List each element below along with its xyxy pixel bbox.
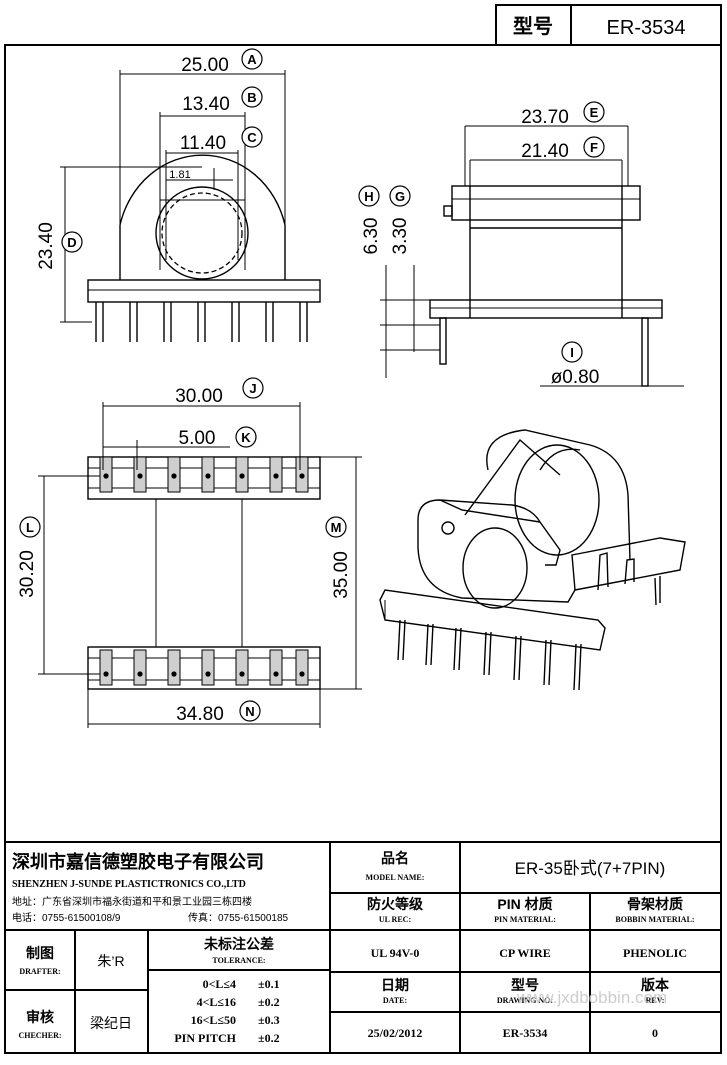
drafter-value: 朱’R <box>97 953 124 969</box>
model-name-label-cn: 品名 <box>381 850 409 866</box>
rev-label-cn: 版本 <box>641 977 670 993</box>
pin-label-en: PIN MATERIAL: <box>494 915 556 924</box>
model-name-value: ER-35卧式(7+7PIN) <box>515 859 666 878</box>
dim-m-letter: M <box>331 520 342 535</box>
dim-e-letter: E <box>590 105 599 120</box>
company-name-cn: 深圳市嘉信德塑胶电子有限公司 <box>12 851 264 872</box>
dim-k-value: 5.00 <box>179 428 216 449</box>
front-view: 25.00 A 13.40 B 11.40 C 1.81 23.40 D <box>36 48 321 342</box>
tolerance-label-en: TOLERANCE: <box>212 956 265 965</box>
dim-c-letter: C <box>247 130 257 145</box>
date-value: 25/02/2012 <box>368 1026 423 1040</box>
checker-label-cn: 审核 <box>26 1009 54 1025</box>
tolerance-range-4: PIN PITCH <box>174 1031 236 1045</box>
pin-label-cn: PIN 材质 <box>497 896 552 912</box>
dim-l-value: 30.20 <box>17 550 38 598</box>
dim-g-value: 3.30 <box>390 218 411 255</box>
bobbin-label-cn: 骨架材质 <box>627 896 683 912</box>
tolerance-label-cn: 未标注公差 <box>204 936 274 952</box>
isometric-view <box>379 429 686 691</box>
company-fax: 传真：0755-61500185 <box>188 911 289 924</box>
company-address: 地址：广东省深圳市福永街道和平和景工业园三栋四楼 <box>12 895 252 908</box>
dim-i-letter: I <box>570 345 574 360</box>
drafter-label-cn: 制图 <box>26 945 54 961</box>
pin-value: CP WIRE <box>499 946 550 960</box>
dim-h-value: 6.30 <box>361 218 382 255</box>
ul-label-cn: 防火等级 <box>367 896 424 912</box>
header-model-label: 型号 <box>513 15 553 38</box>
title-block: 深圳市嘉信德塑胶电子有限公司 SHENZHEN J-SUNDE PLASTICT… <box>4 841 721 1053</box>
bottom-view: 30.00 J 5.00 K 30.20 L 35.00 M 34.80 N <box>17 377 362 728</box>
dim-g-letter: G <box>395 189 405 204</box>
dim-a-value: 25.00 <box>181 55 229 76</box>
bobbin-value: PHENOLIC <box>623 946 687 960</box>
dim-j-letter: J <box>249 381 256 396</box>
dim-b-value: 13.40 <box>182 94 230 115</box>
ul-value: UL 94V-0 <box>371 946 420 960</box>
drawing-no-value: ER-3534 <box>503 1026 548 1040</box>
dim-e-value: 23.70 <box>521 107 569 128</box>
tolerance-value-4: ±0.2 <box>258 1031 280 1045</box>
header-model-value: ER-3534 <box>607 17 686 39</box>
dim-k-letter: K <box>241 430 251 445</box>
dim-small-value: 1.81 <box>169 169 190 181</box>
tolerance-range-3: 16<L≤50 <box>191 1013 236 1027</box>
tolerance-range-1: 0<L≤4 <box>203 977 236 991</box>
dim-h-letter: H <box>364 189 373 204</box>
date-label-en: DATE: <box>383 996 407 1005</box>
side-view: 23.70 E 21.40 F 6.30 3.30 H G ø0.80 I <box>358 101 684 388</box>
dim-c-value: 11.40 <box>180 133 226 154</box>
date-label-cn: 日期 <box>381 977 409 993</box>
frame-border <box>4 44 722 1054</box>
rev-value: 0 <box>652 1026 658 1040</box>
rev-label-en: REV: <box>646 996 665 1005</box>
checker-value: 梁纪日 <box>90 1015 132 1031</box>
drawing-no-label-en: DRAWING NO: <box>497 996 553 1005</box>
company-phone: 电话：0755-61500108/9 <box>12 911 121 924</box>
dim-a-letter: A <box>247 52 257 67</box>
dim-f-letter: F <box>590 140 598 155</box>
dim-m-value: 35.00 <box>331 551 352 599</box>
bobbin-label-en: BOBBIN MATERIAL: <box>615 915 694 924</box>
dim-b-letter: B <box>247 90 256 105</box>
tolerance-value-1: ±0.1 <box>258 977 280 991</box>
ul-label-en: UL REC: <box>379 915 411 924</box>
tolerance-value-2: ±0.2 <box>258 995 280 1009</box>
dim-d-letter: D <box>67 235 76 250</box>
drafter-label-en: DRAFTER: <box>19 967 60 976</box>
watermark: www.jxdbobbin.com <box>516 988 667 1007</box>
tolerance-value-3: ±0.3 <box>258 1013 280 1027</box>
model-name-label-en: MODEL NAME: <box>366 873 425 882</box>
dim-n-value: 34.80 <box>176 704 224 725</box>
tolerance-range-2: 4<L≤16 <box>197 995 236 1009</box>
dim-n-letter: N <box>245 704 254 719</box>
drawing-no-label-cn: 型号 <box>511 977 539 993</box>
dim-j-value: 30.00 <box>175 386 223 407</box>
dim-d-value: 23.40 <box>36 222 57 270</box>
checker-label-en: CHECHER: <box>18 1031 61 1040</box>
dim-i-value: ø0.80 <box>551 367 600 388</box>
dim-l-letter: L <box>26 520 34 535</box>
company-name-en: SHENZHEN J-SUNDE PLASTICTRONICS CO.,LTD <box>12 879 246 890</box>
header-box: 型号 ER-3534 <box>495 4 722 46</box>
dim-f-value: 21.40 <box>521 141 569 162</box>
